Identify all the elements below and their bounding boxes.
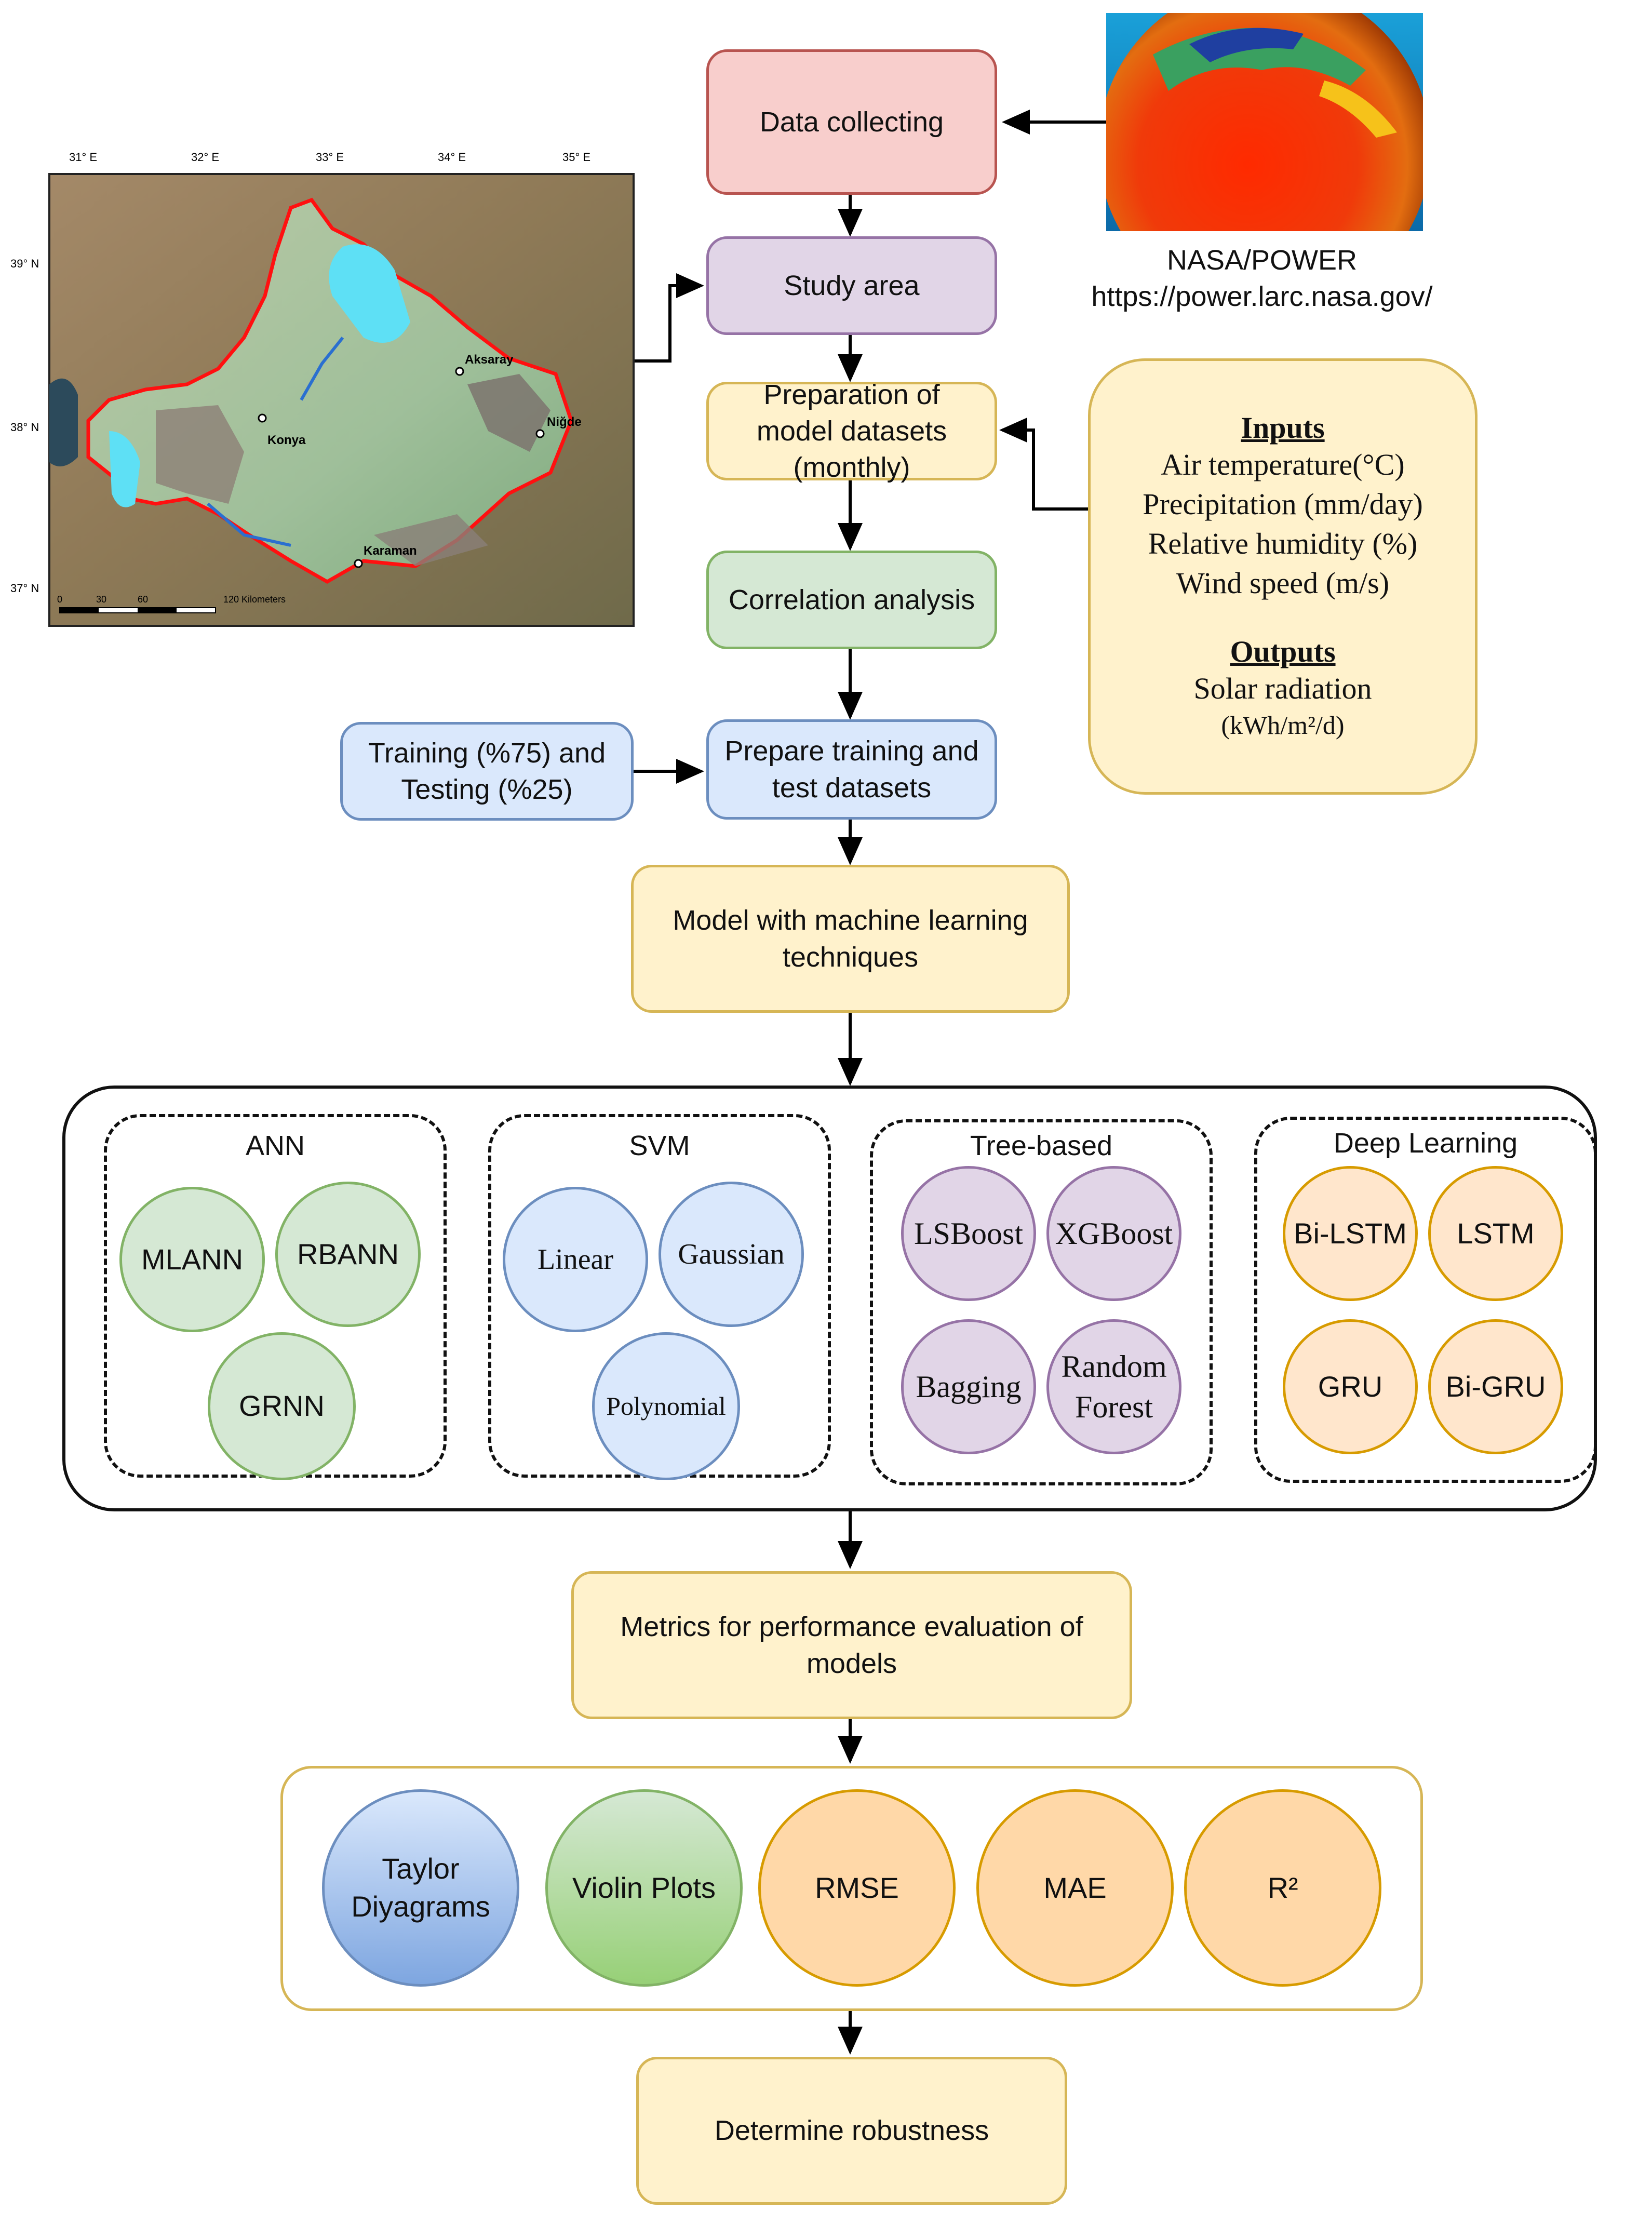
output-item: Solar radiation: [1193, 672, 1372, 705]
metric-taylor-diagrams: Taylor Diyagrams: [322, 1789, 519, 1987]
deep-learning-group-title: Deep Learning: [1333, 1128, 1518, 1159]
metric-violin-plots: Violin Plots: [545, 1789, 743, 1987]
study-area-box: Study area: [706, 236, 997, 335]
metric-mae: MAE: [976, 1789, 1174, 1987]
model-bi-gru: Bi-GRU: [1428, 1319, 1563, 1454]
prepare-datasets-box: Prepare training and test datasets: [706, 719, 997, 820]
scale-label: 30: [96, 594, 106, 605]
river: [207, 337, 344, 547]
model-grnn: GRNN: [208, 1332, 356, 1480]
deep-learning-group: [1254, 1117, 1597, 1483]
scale-bar: 0 30 60 120 Kilometers: [57, 594, 286, 613]
metrics-container: [280, 1766, 1423, 2011]
scale-label: 120 Kilometers: [223, 594, 286, 605]
map-graphic: Aksaray Konya Niğde Karaman 31° E 32° E …: [10, 151, 635, 627]
lake-tuz: [329, 244, 410, 343]
nasa-source-url: https://power.larc.nasa.gov/: [1091, 281, 1433, 312]
mountains-south: [156, 405, 244, 504]
nasa-globe-image: [1106, 13, 1423, 231]
metric-r2: R²: [1184, 1789, 1381, 1987]
outputs-title: Outputs: [1230, 635, 1336, 668]
model-svm-polynomial: Polynomial: [592, 1332, 740, 1480]
mountains-southeast: [374, 514, 488, 566]
model-lsboost: LSBoost: [901, 1166, 1036, 1301]
city-konya: Konya: [267, 433, 306, 447]
input-item: Wind speed (m/s): [1176, 566, 1390, 600]
output-item: (kWh/m²/d): [1221, 711, 1345, 740]
robustness-box: Determine robustness: [636, 2057, 1067, 2205]
lon-tick: 31° E: [69, 151, 97, 164]
model-gru: GRU: [1283, 1319, 1418, 1454]
mountains-east: [467, 374, 550, 452]
city-karaman: Karaman: [364, 544, 417, 558]
lon-tick: 32° E: [191, 151, 219, 164]
city-dot-karaman: [354, 559, 363, 568]
model-svm-gaussian: Gaussian: [659, 1182, 804, 1327]
nasa-source-name: NASA/POWER: [1166, 245, 1358, 276]
model-bi-lstm: Bi-LSTM: [1283, 1166, 1418, 1301]
city-dot-konya: [258, 413, 267, 423]
metric-rmse: RMSE: [758, 1789, 956, 1987]
lon-tick: 33° E: [316, 151, 344, 164]
model-random-forest: Random Forest: [1046, 1319, 1181, 1454]
model-rbann: RBANN: [275, 1182, 421, 1327]
scale-label: 0: [57, 594, 62, 605]
input-item: Precipitation (mm/day): [1143, 487, 1423, 521]
model-mlann: MLANN: [119, 1187, 265, 1332]
model-techniques-box: Model with machine learning techniques: [631, 865, 1070, 1013]
lat-tick: 37° N: [10, 582, 39, 595]
svm-group-title: SVM: [629, 1130, 690, 1161]
study-area-map: Aksaray Konya Niğde Karaman 31° E 32° E …: [0, 140, 644, 628]
model-svm-linear: Linear: [503, 1187, 648, 1332]
scale-label: 60: [138, 594, 148, 605]
metrics-title-box: Metrics for performance evaluation of mo…: [571, 1571, 1132, 1719]
input-item: Air temperature(°C): [1161, 448, 1405, 481]
lon-tick: 35° E: [562, 151, 590, 164]
correlation-box: Correlation analysis: [706, 551, 997, 649]
model-lstm: LSTM: [1428, 1166, 1563, 1301]
preparation-box: Preparation of model datasets (monthly): [706, 379, 997, 483]
tree-group-title: Tree-based: [970, 1130, 1113, 1161]
inputs-title: Inputs: [1241, 411, 1325, 445]
input-item: Relative humidity (%): [1148, 527, 1418, 560]
tree-group: [870, 1119, 1213, 1485]
train-test-split-box: Training (%75) and Testing (%25): [340, 722, 634, 821]
lat-tick: 39° N: [10, 257, 39, 270]
io-panel: Inputs Air temperature(°C) Precipitation…: [1088, 358, 1478, 795]
city-dot-nigde: [535, 429, 545, 438]
model-xgboost: XGBoost: [1046, 1166, 1181, 1301]
lat-tick: 38° N: [10, 421, 39, 434]
ann-group-title: ANN: [245, 1130, 305, 1161]
arrow-io-to-prep: [999, 418, 1088, 511]
city-aksaray: Aksaray: [465, 353, 514, 367]
lake-west: [49, 378, 78, 466]
lon-tick: 34° E: [438, 151, 466, 164]
arrow-map-to-study: [634, 273, 704, 363]
city-nigde: Niğde: [547, 415, 582, 429]
data-collecting-box: Data collecting: [706, 49, 997, 195]
city-dot-aksaray: [455, 367, 464, 376]
model-bagging: Bagging: [901, 1319, 1036, 1454]
lake-beysehir: [109, 431, 140, 507]
